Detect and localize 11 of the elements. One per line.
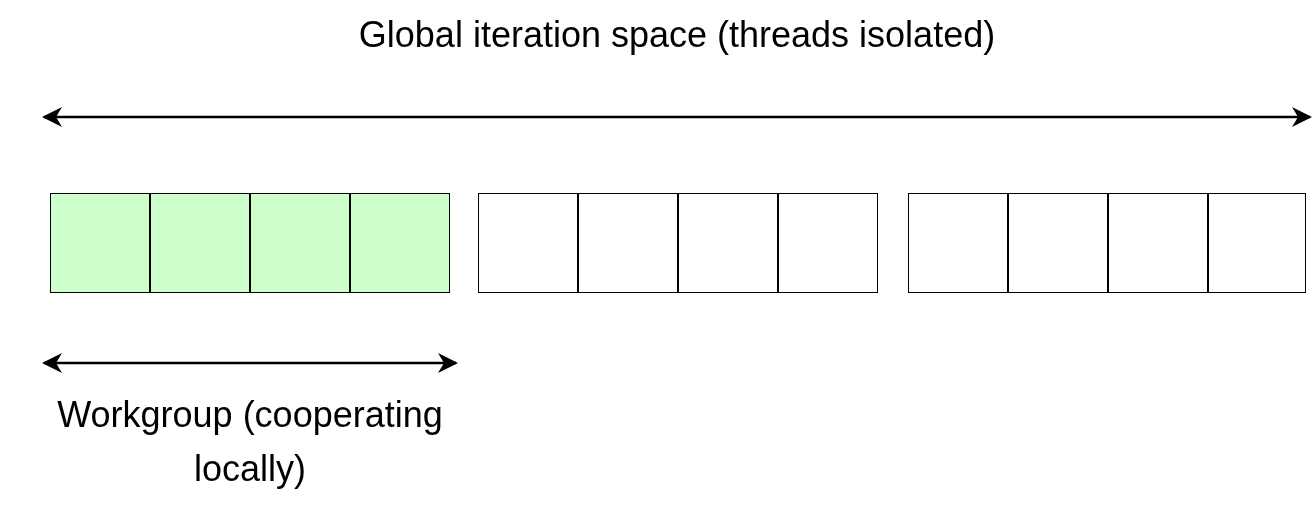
workgroup-block <box>50 193 450 293</box>
work-item-cell <box>149 192 250 293</box>
work-item-cell <box>1007 192 1108 293</box>
work-item-cell <box>577 192 678 293</box>
work-item-cell <box>249 192 350 293</box>
work-item-cell <box>1107 192 1208 293</box>
work-item-cell <box>49 192 150 293</box>
workgroup-caption: Workgroup (cooperating locally) <box>56 393 444 491</box>
diagram-title: Global iteration space (threads isolated) <box>357 13 997 57</box>
work-item-cell <box>349 192 450 293</box>
work-item-cell <box>677 192 778 293</box>
